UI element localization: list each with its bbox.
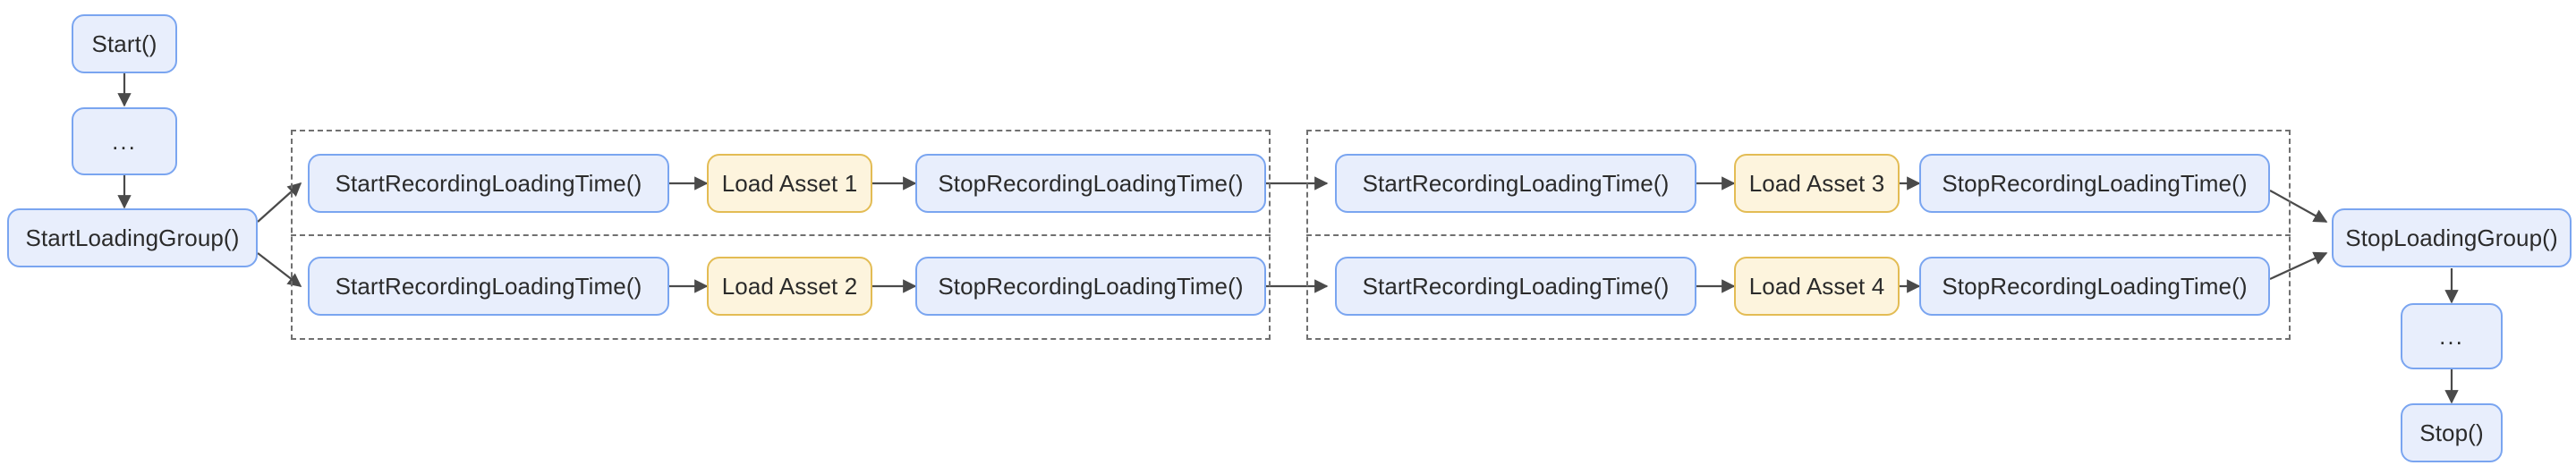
node-g1l2-start-recording[interactable]: StartRecordingLoadingTime() bbox=[308, 257, 669, 316]
node-g2l1-load-asset[interactable]: Load Asset 3 bbox=[1734, 154, 1900, 213]
loading-group-box-1-lane-divider bbox=[291, 234, 1271, 236]
node-g1l1-stop-recording[interactable]: StopRecordingLoadingTime() bbox=[915, 154, 1266, 213]
node-g2l1-stop-recording[interactable]: StopRecordingLoadingTime() bbox=[1919, 154, 2270, 213]
node-g2l2-load-asset[interactable]: Load Asset 4 bbox=[1734, 257, 1900, 316]
node-start[interactable]: Start() bbox=[72, 14, 177, 73]
node-g1l2-load-asset[interactable]: Load Asset 2 bbox=[707, 257, 872, 316]
node-g2l2-start-recording[interactable]: StartRecordingLoadingTime() bbox=[1335, 257, 1696, 316]
node-pre-ellipsis[interactable]: ... bbox=[72, 107, 177, 175]
node-post-ellipsis[interactable]: ... bbox=[2401, 303, 2503, 369]
node-stop[interactable]: Stop() bbox=[2401, 403, 2503, 462]
node-g1l2-stop-recording[interactable]: StopRecordingLoadingTime() bbox=[915, 257, 1266, 316]
node-g2l1-start-recording[interactable]: StartRecordingLoadingTime() bbox=[1335, 154, 1696, 213]
loading-group-box-2-lane-divider bbox=[1306, 234, 2291, 236]
node-stop-loading-group[interactable]: StopLoadingGroup() bbox=[2332, 208, 2572, 267]
node-start-loading-group[interactable]: StartLoadingGroup() bbox=[7, 208, 258, 267]
node-g1l1-load-asset[interactable]: Load Asset 1 bbox=[707, 154, 872, 213]
node-g2l2-stop-recording[interactable]: StopRecordingLoadingTime() bbox=[1919, 257, 2270, 316]
node-g1l1-start-recording[interactable]: StartRecordingLoadingTime() bbox=[308, 154, 669, 213]
